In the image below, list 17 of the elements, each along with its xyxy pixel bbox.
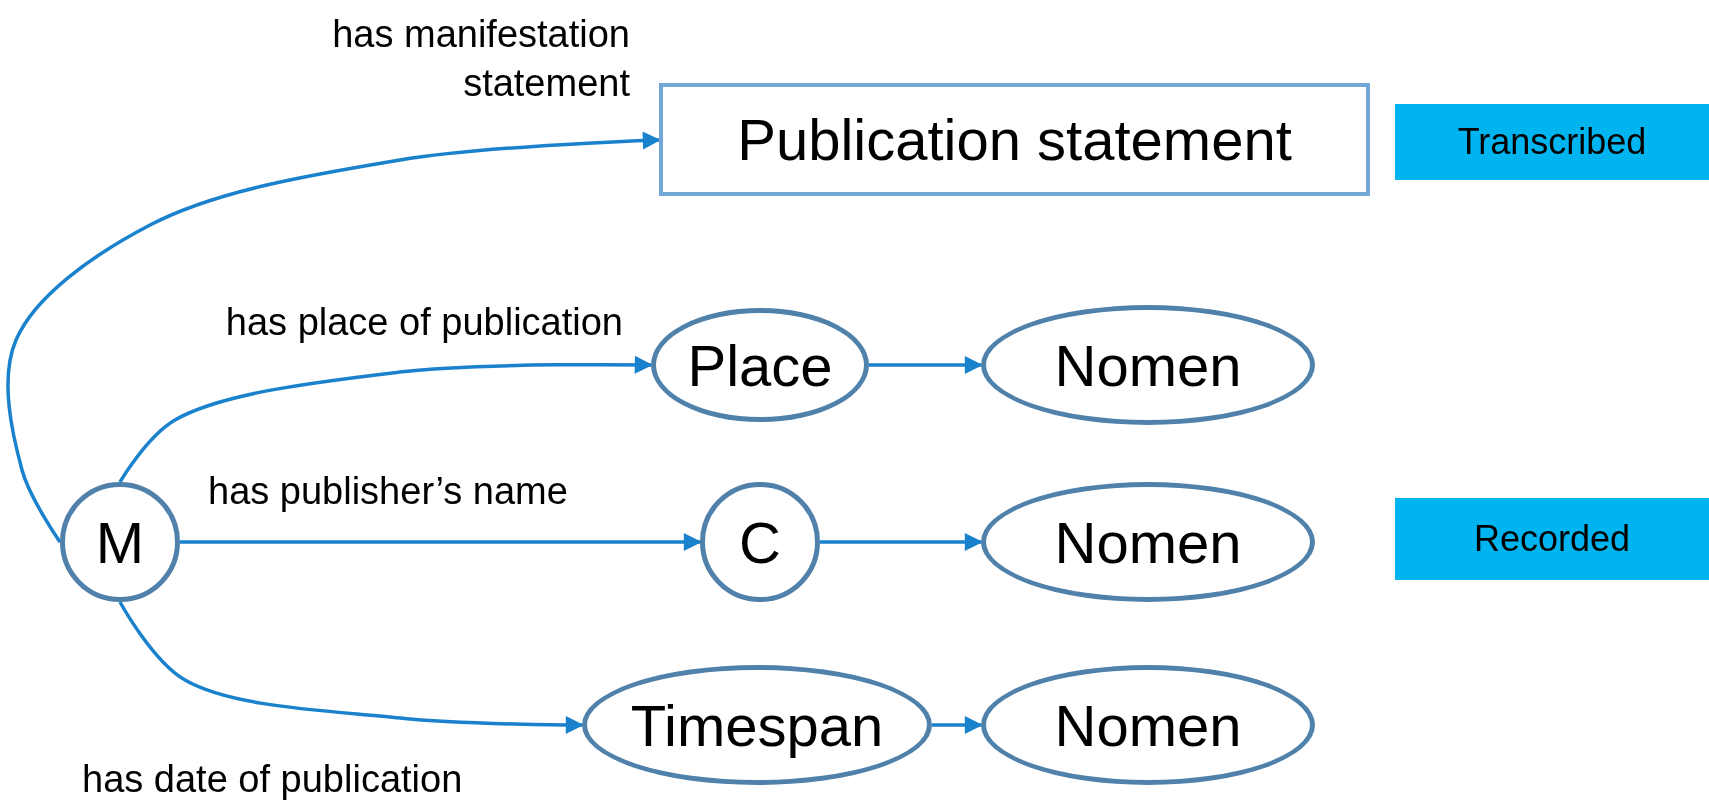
category-tag: Transcribed: [1395, 104, 1709, 180]
arrow: [869, 356, 983, 374]
entity-ellipse: C: [700, 482, 820, 602]
entity-ellipse: M: [60, 482, 180, 602]
arrow: [6, 131, 661, 543]
entity-ellipse: Nomen: [981, 665, 1315, 785]
arrow: [820, 533, 983, 551]
category-tag: Recorded: [1395, 498, 1709, 580]
entity-ellipse: Place: [651, 308, 869, 422]
entity-ellipse: Nomen: [981, 305, 1315, 425]
arrow: [932, 716, 983, 734]
entity-ellipse: Nomen: [981, 482, 1315, 602]
arrow: [118, 355, 653, 483]
arrow: [118, 601, 584, 734]
statement-box: Publication statement: [659, 83, 1370, 196]
arrow: [180, 533, 702, 551]
entity-ellipse: Timespan: [582, 665, 932, 785]
